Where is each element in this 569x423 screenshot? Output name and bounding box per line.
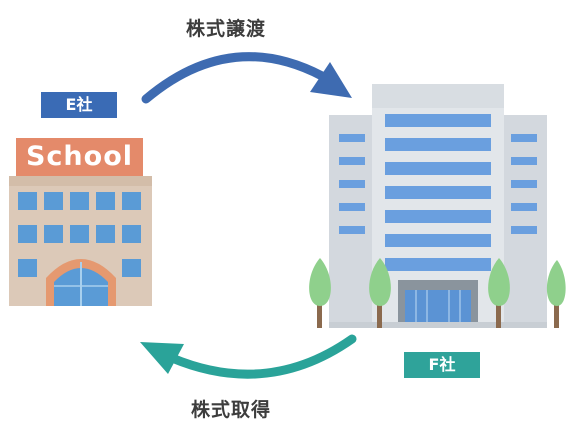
school-building-icon [9, 138, 152, 306]
transfer-arrow-icon [141, 52, 352, 104]
tree-icon [309, 258, 331, 328]
share-acquisition-label: 株式取得 [191, 399, 272, 421]
share-transfer-label: 株式譲渡 [186, 18, 267, 40]
tree-icon [488, 258, 510, 328]
tree-icon [546, 260, 566, 328]
office-building-icon [329, 84, 547, 328]
company-f-badge: F社 [404, 352, 480, 378]
acquisition-arrow-icon [140, 334, 357, 379]
company-e-badge: E社 [41, 92, 117, 118]
school-sign: School [25, 141, 134, 172]
tree-icon [369, 258, 391, 328]
